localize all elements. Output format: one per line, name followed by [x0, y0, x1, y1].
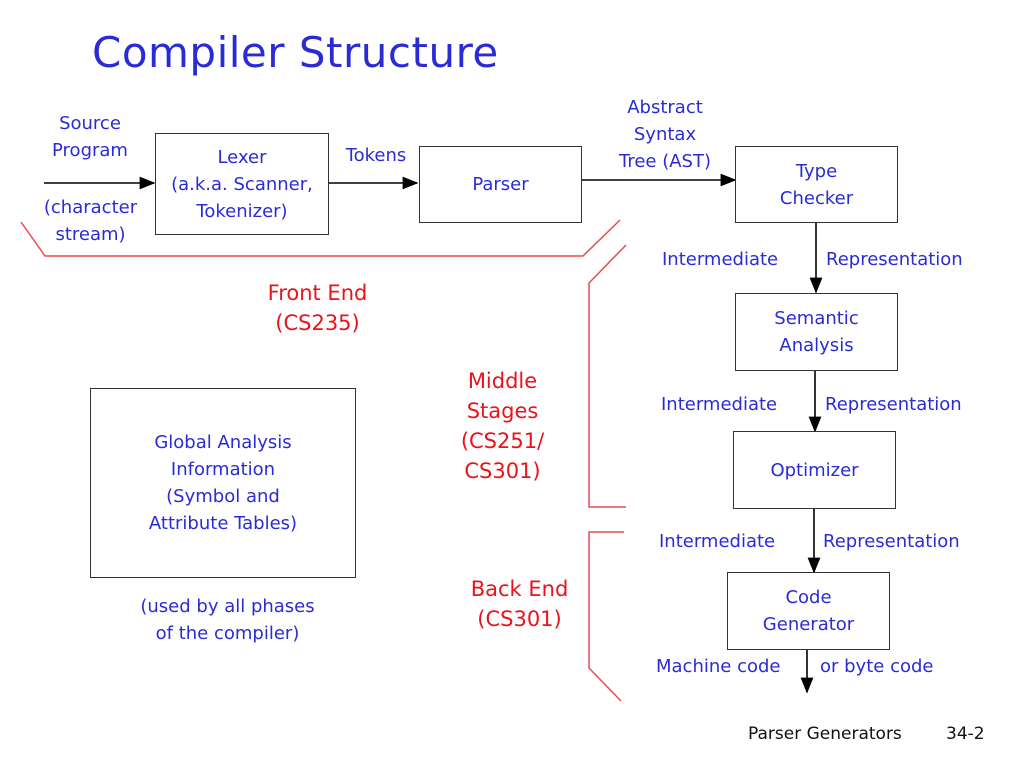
- back-end-bracket: [588, 531, 624, 702]
- type-checker-box: Type Checker: [735, 146, 898, 223]
- front-end-line2: (CS235): [275, 311, 360, 335]
- global-line2: Information: [170, 459, 276, 480]
- character-stream-label: (character stream): [28, 194, 153, 248]
- source-line4: stream): [55, 224, 126, 245]
- source-line2: Program: [52, 140, 128, 161]
- middle-stages-bracket: [588, 244, 627, 508]
- global-analysis-box: Global Analysis Information (Symbol and …: [90, 388, 356, 578]
- codegen-line2: Generator: [762, 614, 855, 635]
- ir-label-right-2: Representation: [825, 394, 962, 415]
- ast-line3: Tree (AST): [618, 151, 711, 172]
- optimizer-box: Optimizer: [733, 431, 896, 509]
- code-generator-box: Code Generator: [727, 572, 890, 650]
- lexer-tokenizer: Tokenizer): [196, 200, 288, 222]
- semantic-line1: Semantic: [774, 308, 859, 329]
- global-line3: (Symbol and: [166, 486, 280, 507]
- middle-line2: Stages: [466, 399, 539, 423]
- type-checker-line1: Type: [795, 160, 838, 182]
- lexer-aka: (a.k.a. Scanner,: [171, 173, 313, 195]
- ir-label-left-1: Intermediate: [662, 249, 779, 270]
- footer-deck-title: Parser Generators: [748, 724, 902, 744]
- middle-line3: (CS251/: [460, 429, 545, 453]
- front-end-line1: Front End: [267, 281, 368, 305]
- slide-title: Compiler Structure: [92, 28, 499, 77]
- source-line1: Source: [59, 113, 121, 134]
- source-program-label: Source Program: [40, 110, 140, 164]
- source-line3: (character: [43, 197, 138, 218]
- middle-stages-label: Middle Stages (CS251/ CS301): [440, 366, 565, 486]
- ast-line2: Syntax: [633, 124, 697, 145]
- global-note: (used by all phases of the compiler): [110, 593, 345, 647]
- parser-box: Parser: [419, 146, 582, 223]
- ast-label: Abstract Syntax Tree (AST): [595, 94, 735, 175]
- ir-label-left-2: Intermediate: [661, 394, 778, 415]
- global-note-line2: of the compiler): [155, 623, 300, 644]
- back-end-label: Back End (CS301): [452, 574, 587, 634]
- lexer-box: Lexer (a.k.a. Scanner, Tokenizer): [155, 133, 329, 235]
- tokens-label: Tokens: [345, 145, 407, 166]
- ast-line1: Abstract: [627, 97, 703, 118]
- footer-page-number: 34-2: [946, 724, 985, 744]
- codegen-line1: Code: [785, 587, 832, 608]
- semantic-line2: Analysis: [779, 335, 854, 356]
- front-end-bracket: [20, 219, 621, 257]
- ir-label-right-1: Representation: [826, 249, 963, 270]
- global-line1: Global Analysis: [154, 432, 292, 453]
- ir-label-left-3: Intermediate: [659, 531, 776, 552]
- middle-line4: CS301): [464, 459, 541, 483]
- front-end-label: Front End (CS235): [250, 278, 385, 338]
- global-note-line1: (used by all phases: [140, 596, 315, 617]
- output-label-right: or byte code: [820, 656, 934, 677]
- optimizer-label: Optimizer: [770, 459, 859, 481]
- semantic-analysis-box: Semantic Analysis: [735, 293, 898, 371]
- parser-label: Parser: [472, 174, 529, 195]
- output-label-left: Machine code: [656, 656, 781, 677]
- back-end-line2: (CS301): [477, 607, 562, 631]
- type-checker-line2: Checker: [779, 187, 854, 209]
- middle-line1: Middle: [467, 369, 538, 393]
- lexer-title: Lexer: [217, 146, 267, 168]
- ir-label-right-3: Representation: [823, 531, 960, 552]
- back-end-line1: Back End: [470, 577, 569, 601]
- global-line4: Attribute Tables): [148, 513, 298, 534]
